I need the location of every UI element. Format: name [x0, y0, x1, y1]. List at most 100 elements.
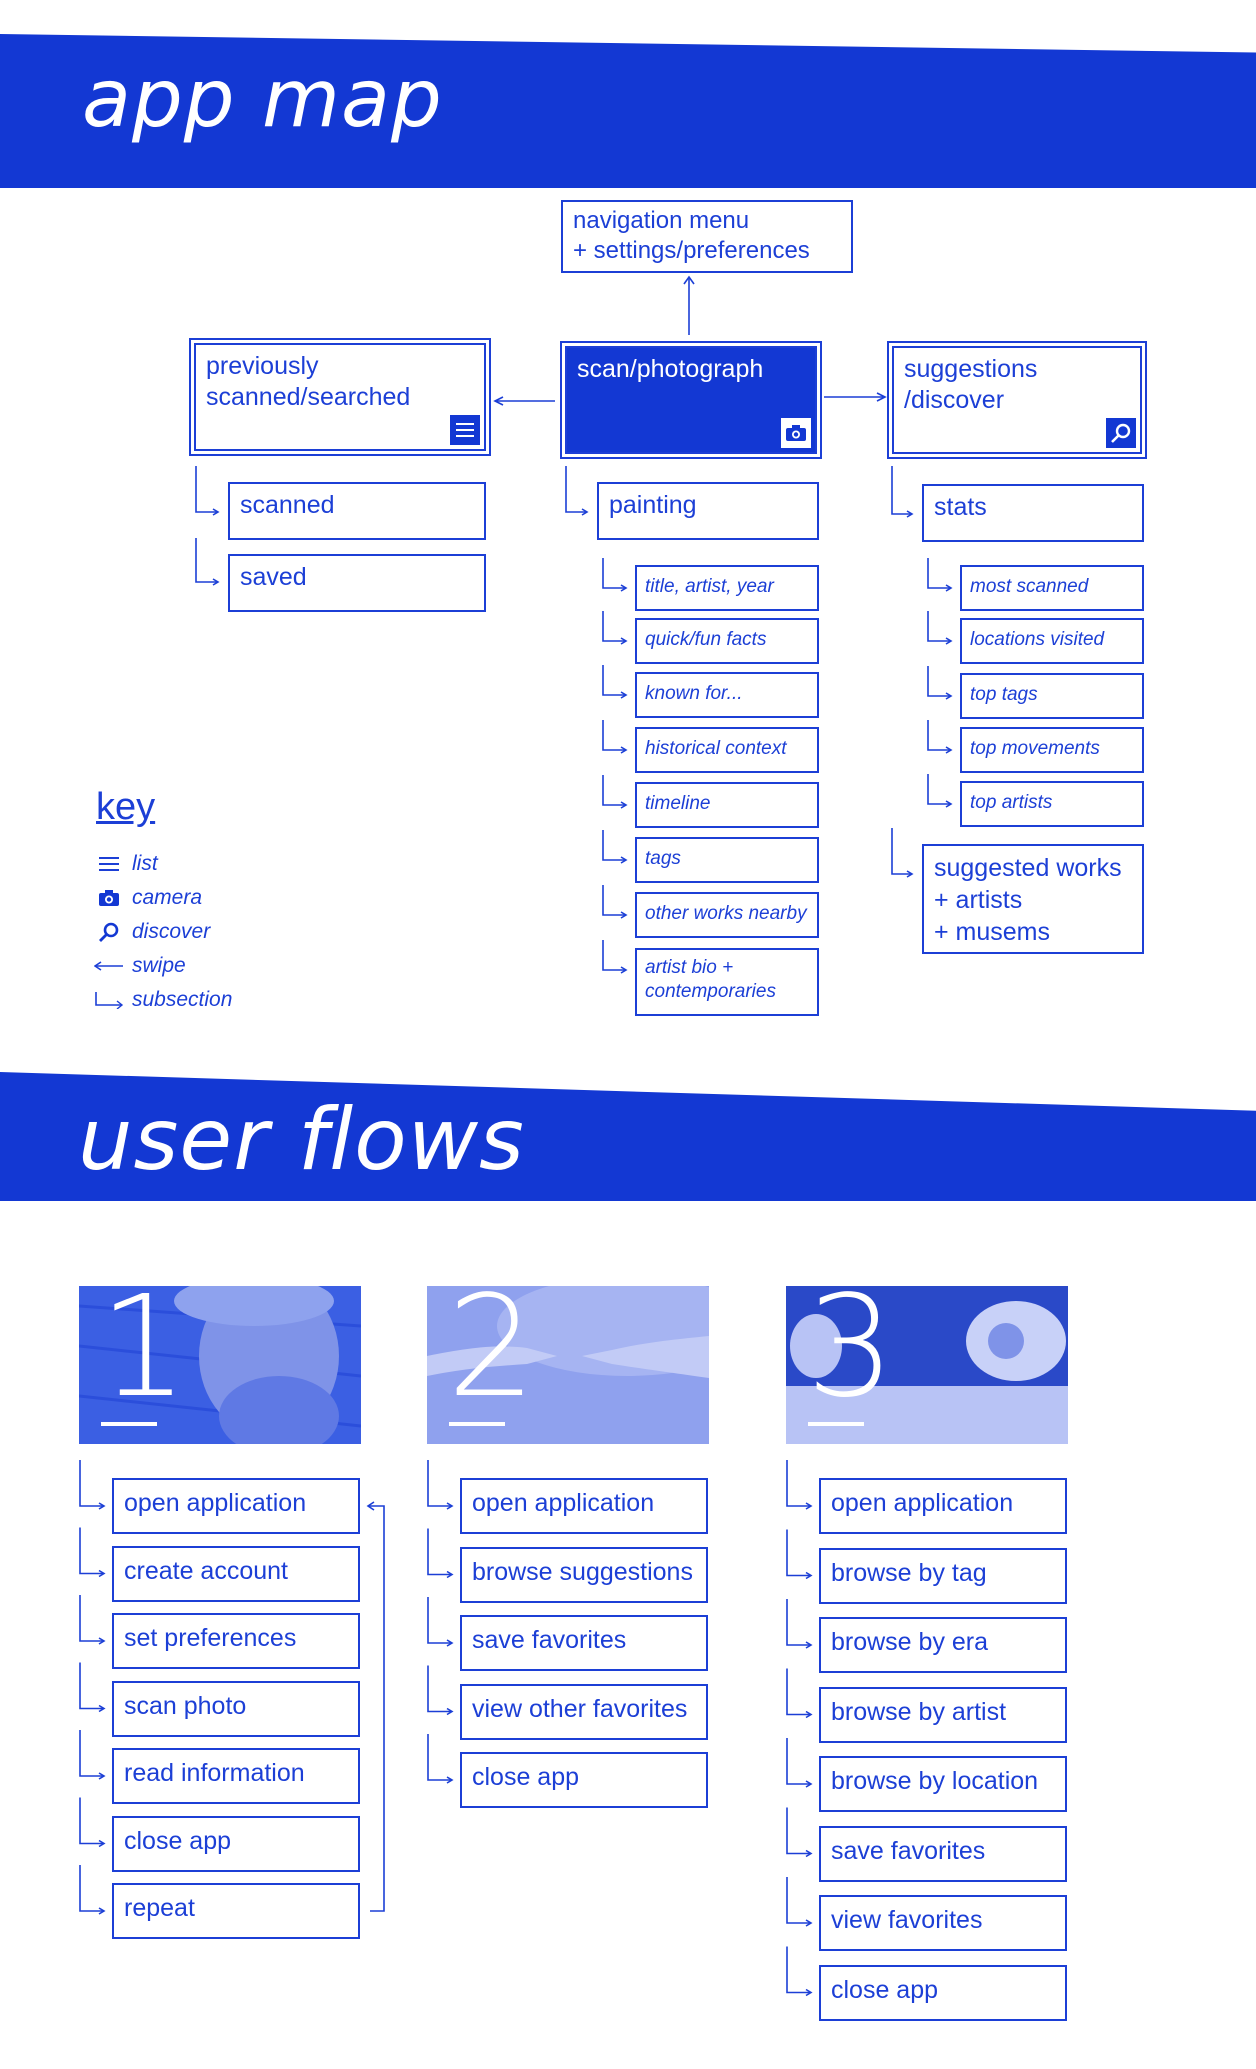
painting-subsection[interactable]: other works nearby [635, 892, 819, 938]
subsection-connector [891, 466, 912, 515]
subsection-connector [79, 1797, 104, 1845]
app-map-title: app map [82, 52, 443, 145]
subsection-arrowhead [805, 1710, 813, 1719]
subsection-arrowhead [98, 1637, 106, 1645]
subsection-connector [927, 611, 951, 642]
subsection-connector [786, 1460, 811, 1507]
flow-1-number: 1 [99, 1286, 189, 1429]
stats-subsection[interactable]: top movements [960, 727, 1144, 773]
stats-subsection[interactable]: top artists [960, 781, 1144, 827]
subsection-connector [927, 774, 951, 805]
painting-subsection[interactable]: tags [635, 837, 819, 883]
subsection-connector [79, 1460, 104, 1507]
discover-icon [94, 921, 124, 943]
subsection-arrowhead [945, 637, 953, 645]
subsection-connector [786, 1946, 811, 1994]
subsection-connector [602, 830, 626, 861]
subsection-connector [927, 666, 951, 697]
user-flows-title: user flows [78, 1090, 525, 1190]
stats-subsection[interactable]: locations visited [960, 618, 1144, 664]
subsection-connector [427, 1665, 452, 1713]
subsection-arrowhead [620, 637, 628, 645]
subsection-connector [602, 720, 626, 751]
flow-3-step[interactable]: browse by location [819, 1756, 1067, 1812]
subsection-connector [786, 1529, 811, 1577]
previously-scanned-label: previously scanned/searched [206, 352, 411, 412]
flow-3-step[interactable]: close app [819, 1964, 1067, 2021]
flow-3-step[interactable]: view favorites [819, 1895, 1067, 1951]
subsection-arrowhead [620, 746, 628, 754]
suggestions-discover-box[interactable]: suggestions /discover [887, 341, 1147, 459]
flow-1-step[interactable]: open application [112, 1478, 360, 1534]
stats-subsection[interactable]: most scanned [960, 565, 1144, 611]
subsection-connector [602, 775, 626, 806]
previously-scanned-box[interactable]: previously scanned/searched [189, 338, 491, 456]
subsection-arrowhead [805, 1919, 813, 1927]
subsection-arrowhead [446, 1639, 454, 1647]
subsection-arrowhead [945, 800, 953, 808]
subsection-connector [786, 1599, 811, 1646]
flow-2-step[interactable]: open application [460, 1478, 708, 1534]
stats-box[interactable]: stats [922, 484, 1144, 542]
flow-1-step[interactable]: set preferences [112, 1613, 360, 1669]
scan-photograph-box[interactable]: scan/photograph [560, 341, 822, 459]
flow-2-step[interactable]: save favorites [460, 1615, 708, 1671]
subsection-connector [427, 1460, 452, 1507]
camera-icon [94, 889, 124, 907]
subsection-arrowhead [98, 1772, 106, 1780]
subsection-arrowhead [446, 1570, 454, 1579]
flow-1-step[interactable]: create account [112, 1545, 360, 1602]
subsection-connector [786, 1807, 811, 1855]
key-label: discover [132, 920, 211, 943]
saved-box[interactable]: saved [228, 554, 486, 612]
suggested-works-box[interactable]: suggested works + artists + musems [922, 844, 1144, 954]
subsection-connector [602, 611, 626, 642]
scanned-box[interactable]: scanned [228, 482, 486, 540]
flow-3-step[interactable]: save favorites [819, 1825, 1067, 1882]
flow-2-image: 2 [427, 1286, 709, 1444]
subsection-arrow-icon [94, 991, 124, 1009]
flow-1-step[interactable]: read information [112, 1748, 360, 1804]
flow-2-step[interactable]: close app [460, 1752, 708, 1808]
subsection-arrowhead [620, 801, 628, 809]
flow-2-step[interactable]: browse suggestions [460, 1546, 708, 1603]
flow-2-step[interactable]: view other favorites [460, 1683, 708, 1740]
stats-subsection[interactable]: top tags [960, 673, 1144, 719]
painting-subsection[interactable]: timeline [635, 782, 819, 828]
subsection-arrowhead [805, 1502, 813, 1510]
painting-subsection[interactable]: title, artist, year [635, 565, 819, 611]
painting-subsection[interactable]: known for... [635, 672, 819, 718]
subsection-connector [786, 1668, 811, 1716]
key-item-swipe: swipe [94, 954, 186, 978]
flow-3-step[interactable]: browse by era [819, 1617, 1067, 1673]
painting-subsection[interactable]: historical context [635, 727, 819, 773]
painting-box[interactable]: painting [597, 482, 819, 540]
subsection-connector [79, 1527, 104, 1575]
painting-subsection[interactable]: artist bio + contemporaries [635, 948, 819, 1016]
flow-3-step[interactable]: browse by artist [819, 1686, 1067, 1743]
subsection-connector [195, 466, 218, 513]
flow-3-step[interactable]: browse by tag [819, 1547, 1067, 1604]
list-icon [94, 856, 124, 872]
subsection-arrowhead [906, 510, 914, 518]
subsection-arrowhead [446, 1707, 454, 1716]
subsection-connector [786, 1738, 811, 1785]
navigation-menu-box[interactable]: navigation menu + settings/preferences [561, 200, 853, 273]
flow-3-step[interactable]: open application [819, 1478, 1067, 1534]
flow-2-number: 2 [447, 1286, 537, 1429]
subsection-connector [195, 538, 218, 583]
subsection-arrowhead [805, 1780, 813, 1788]
flow-1-image: 1 [79, 1286, 361, 1444]
subsection-connector [79, 1730, 104, 1777]
subsection-arrowhead [805, 1988, 813, 1997]
flow-1-step[interactable]: repeat [112, 1883, 360, 1939]
painting-subsection[interactable]: quick/fun facts [635, 618, 819, 664]
flow-3-image: 3 [786, 1286, 1068, 1444]
flow-1-step[interactable]: scan photo [112, 1680, 360, 1737]
subsection-arrowhead [446, 1776, 454, 1784]
flow-1-step[interactable]: close app [112, 1815, 360, 1872]
app-map-banner [0, 34, 1256, 188]
repeat-loop-connector [368, 1505, 385, 1912]
subsection-arrowhead [620, 691, 628, 699]
subsection-connector [927, 720, 951, 751]
